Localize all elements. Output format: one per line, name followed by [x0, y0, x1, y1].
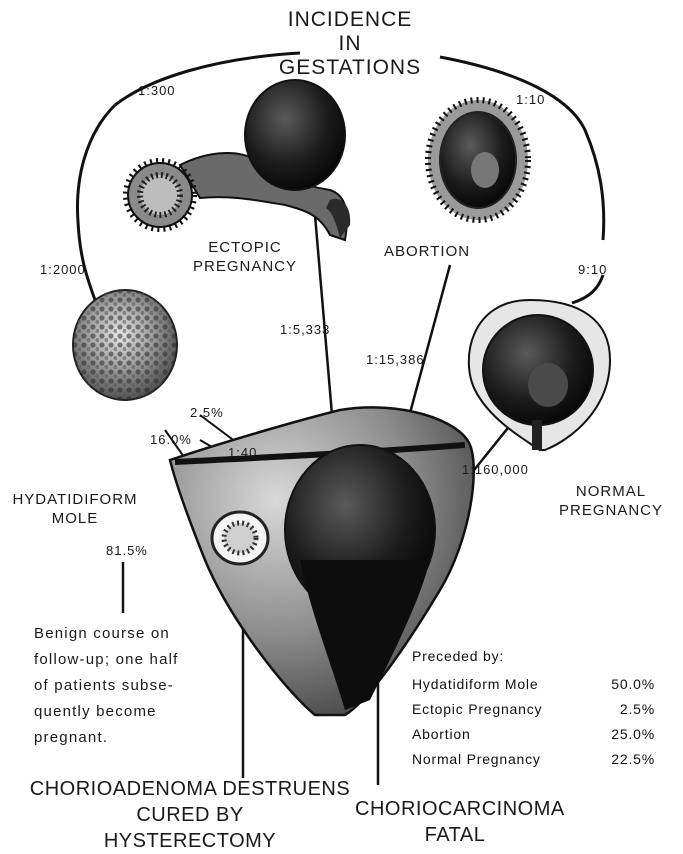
- label-normal-line-1: NORMAL: [556, 482, 666, 501]
- chorioadenoma-line-2: CURED BY: [20, 802, 360, 828]
- note-line-3: of patients subse-: [34, 673, 179, 699]
- preceded-row-value: 22.5%: [611, 751, 655, 767]
- preceded-row-name: Normal Pregnancy: [412, 751, 541, 767]
- label-abortion: ABORTION: [384, 242, 470, 261]
- ratio-mole-to-adenoma-pct: 16.0%: [150, 432, 192, 447]
- ratio-mole-to-chorio-pct: 2.5%: [190, 405, 224, 420]
- label-hydatidiform-mole: HYDATIDIFORM MOLE: [10, 490, 140, 528]
- preceded-row-value: 2.5%: [620, 701, 655, 717]
- note-line-5: pregnant.: [34, 725, 179, 751]
- preceded-by-heading: Preceded by:: [412, 648, 504, 664]
- ratio-ectopic-to-chorio: 1:5,333: [280, 322, 330, 337]
- ratio-normal-to-chorio: 1:160,000: [462, 462, 529, 477]
- preceded-row-name: Abortion: [412, 726, 471, 742]
- label-normal-line-2: PREGNANCY: [556, 501, 666, 520]
- ratio-ectopic: 1:300: [138, 83, 176, 98]
- chorioadenoma-line-3: HYSTERECTOMY: [20, 828, 360, 854]
- note-line-1: Benign course on: [34, 621, 179, 647]
- diagram-title: INCIDENCE IN GESTATIONS: [270, 8, 430, 80]
- arc-right-to-normal: [572, 275, 603, 303]
- label-normal-pregnancy: NORMAL PREGNANCY: [556, 482, 666, 520]
- normal-pregnancy-illustration: [469, 300, 610, 450]
- ratio-abortion-to-chorio: 1:15,386: [366, 352, 425, 367]
- caption-chorioadenoma: CHORIOADENOMA DESTRUENS CURED BY HYSTERE…: [20, 776, 360, 854]
- label-ectopic-line-2: PREGNANCY: [180, 257, 310, 276]
- title-line-2: IN: [270, 32, 430, 56]
- benign-course-note: Benign course on follow-up; one half of …: [34, 621, 179, 751]
- preceded-row-value: 25.0%: [611, 726, 655, 742]
- ectopic-pregnancy-illustration: [126, 80, 350, 240]
- choriocarcinoma-line-1: CHORIOCARCINOMA: [355, 796, 555, 822]
- preceded-by-table: Preceded by: Hydatidiform Mole 50.0% Ect…: [410, 648, 665, 778]
- choriocarcinoma-line-2: FATAL: [355, 822, 555, 848]
- caption-choriocarcinoma: CHORIOCARCINOMA FATAL: [355, 796, 555, 848]
- ratio-abortion: 1:10: [516, 92, 545, 107]
- preceded-row-name: Hydatidiform Mole: [412, 676, 538, 692]
- title-line-1: INCIDENCE: [270, 8, 430, 32]
- title-line-3: GESTATIONS: [270, 56, 430, 80]
- label-ectopic-line-1: ECTOPIC: [180, 238, 310, 257]
- ratio-normal: 9:10: [578, 262, 607, 277]
- chorioadenoma-line-1: CHORIOADENOMA DESTRUENS: [20, 776, 360, 802]
- note-line-4: quently become: [34, 699, 179, 725]
- abortion-illustration: [428, 100, 528, 220]
- ratio-mole-to-chorio: 1:40: [228, 445, 257, 460]
- label-mole-line-2: MOLE: [10, 509, 140, 528]
- ratio-mole: 1:2000: [40, 262, 86, 277]
- preceded-row-name: Ectopic Pregnancy: [412, 701, 542, 717]
- note-line-2: follow-up; one half: [34, 647, 179, 673]
- ratio-mole-benign-pct: 81.5%: [106, 543, 148, 558]
- hydatidiform-mole-illustration: [73, 290, 177, 400]
- label-mole-line-1: HYDATIDIFORM: [10, 490, 140, 509]
- label-ectopic-pregnancy: ECTOPIC PREGNANCY: [180, 238, 310, 276]
- preceded-row-value: 50.0%: [611, 676, 655, 692]
